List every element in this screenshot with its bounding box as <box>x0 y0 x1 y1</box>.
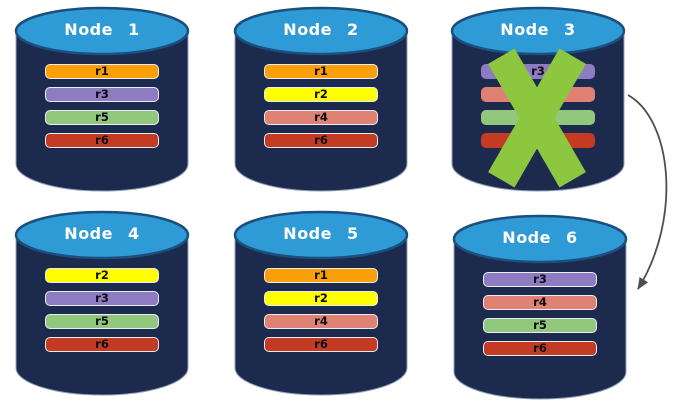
node-title: Node 2 <box>283 20 359 39</box>
replica-bar-r1: r1 <box>264 268 378 283</box>
replica-bar-r1: r1 <box>264 64 378 79</box>
replica-bar-r5: r5 <box>45 314 159 329</box>
replica-label: r3 <box>531 63 545 78</box>
replica-label: r5 <box>95 313 109 328</box>
node-title: Node 4 <box>64 224 140 243</box>
replica-label: r6 <box>533 340 547 355</box>
replica-label: r2 <box>314 86 328 101</box>
node-2: Node 2 r1 r2 r4 r6 <box>233 6 409 194</box>
failure-cross-icon <box>488 48 586 188</box>
node-3: Node 3 r3 r4 r5 r6 <box>450 6 626 194</box>
replica-label: r5 <box>95 109 109 124</box>
replica-label: r3 <box>95 290 109 305</box>
replica-label: r1 <box>314 63 328 78</box>
node-4: Node 4 r2 r3 r5 r6 <box>14 210 190 398</box>
replica-label: r2 <box>95 267 109 282</box>
replica-bar-r6: r6 <box>264 133 378 148</box>
replica-label: r6 <box>314 132 328 147</box>
node-1: Node 1 r1 r3 r5 r6 <box>14 6 190 194</box>
replica-bar-r3: r3 <box>45 87 159 102</box>
replica-list: r3 r4 r5 r6 <box>483 272 597 364</box>
replica-label: r6 <box>314 336 328 351</box>
replica-bar-r2: r2 <box>45 268 159 283</box>
replica-label: r4 <box>314 109 328 124</box>
replica-bar-r4: r4 <box>264 110 378 125</box>
replica-label: r2 <box>314 290 328 305</box>
replica-list: r1 r2 r4 r6 <box>264 64 378 156</box>
replica-bar-r4: r4 <box>483 295 597 310</box>
replica-label: r4 <box>533 294 547 309</box>
replica-list: r2 r3 r5 r6 <box>45 268 159 360</box>
replica-bar-r3: r3 <box>483 272 597 287</box>
node-title: Node 1 <box>64 20 140 39</box>
replica-bar-r6: r6 <box>483 341 597 356</box>
replica-label: r5 <box>533 317 547 332</box>
replica-bar-r6: r6 <box>264 337 378 352</box>
replica-label: r3 <box>533 271 547 286</box>
replica-label: r1 <box>314 267 328 282</box>
replica-bar-r5: r5 <box>45 110 159 125</box>
replica-list: r1 r3 r5 r6 <box>45 64 159 156</box>
node-6: Node 6 r3 r4 r5 r6 <box>452 214 628 402</box>
node-5: Node 5 r1 r2 r4 r6 <box>233 210 409 398</box>
replica-bar-r2: r2 <box>264 87 378 102</box>
node-title: Node 3 <box>500 20 576 39</box>
replica-label: r6 <box>95 336 109 351</box>
replica-bar-r3: r3 <box>45 291 159 306</box>
replica-list: r1 r2 r4 r6 <box>264 268 378 360</box>
replica-label: r4 <box>314 313 328 328</box>
replica-bar-r6: r6 <box>45 133 159 148</box>
replica-label: r3 <box>95 86 109 101</box>
replica-bar-r2: r2 <box>264 291 378 306</box>
replica-bar-r5: r5 <box>483 318 597 333</box>
replica-label: r6 <box>95 132 109 147</box>
replica-label: r1 <box>95 63 109 78</box>
replica-bar-r4: r4 <box>264 314 378 329</box>
replica-bar-r6: r6 <box>45 337 159 352</box>
node-title: Node 5 <box>283 224 359 243</box>
replica-bar-r1: r1 <box>45 64 159 79</box>
node-title: Node 6 <box>502 228 578 247</box>
